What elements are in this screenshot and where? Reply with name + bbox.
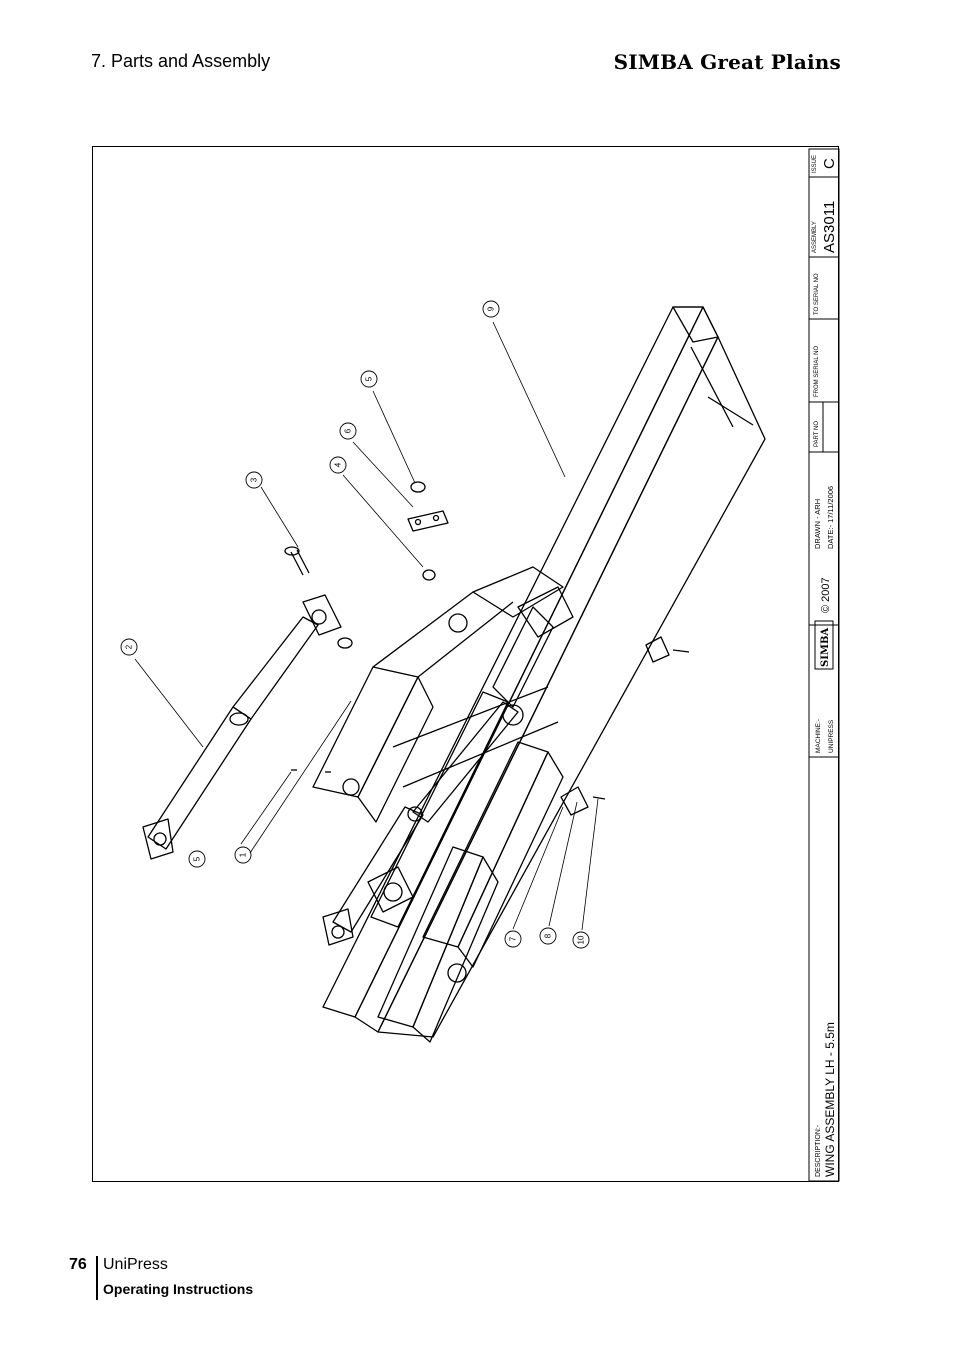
- technical-drawing: 1 2 3 4 5 6 9 5 7 8 10 DESCRIPTION:- WIN…: [92, 146, 840, 1182]
- section-title: 7. Parts and Assembly: [91, 51, 271, 71]
- callout-circles: [120, 300, 590, 949]
- to-serial-label: TO SERIAL NO: [814, 273, 820, 315]
- callout-3: 3: [250, 477, 259, 482]
- drawing-date: DATE:- 17/11/2006: [826, 486, 835, 549]
- footer-subtitle: Operating Instructions: [103, 1281, 254, 1297]
- callout-7: 7: [509, 936, 518, 941]
- footer-product: UniPress: [103, 1256, 168, 1273]
- brackets: [560, 636, 690, 816]
- callout-8: 8: [544, 933, 553, 938]
- description-label: DESCRIPTION:-: [815, 1124, 822, 1177]
- simba-logo: SIMBA: [820, 628, 831, 667]
- copyright: © 2007: [820, 577, 832, 613]
- issue-label: ISSUE: [812, 155, 818, 173]
- title-block: [808, 148, 840, 1182]
- issue-value: C: [821, 158, 838, 169]
- assembly-label: ASSEMBLY: [812, 221, 818, 253]
- hydraulic-cylinder: [142, 594, 342, 860]
- frame-ram: [332, 701, 524, 933]
- main-frame-rail: [322, 306, 766, 1038]
- exploded-view-drawing: 1 2 3 4 5 6 9 5 7 8 10 DESCRIPTION:- WIN…: [120, 148, 840, 1182]
- small-fittings: [291, 481, 449, 773]
- leader-lines: [134, 321, 599, 931]
- part-no-label: PART NO: [814, 421, 820, 447]
- footer-divider: [96, 1256, 98, 1300]
- wing-frame: [312, 566, 574, 1043]
- callout-1: 1: [239, 852, 248, 857]
- callout-2: 2: [125, 644, 134, 649]
- callout-6: 6: [344, 428, 353, 433]
- callout-9: 9: [487, 306, 496, 311]
- callout-10: 10: [577, 935, 586, 944]
- from-serial-label: FROM SERIAL NO: [814, 346, 820, 397]
- brand-logo: SIMBA Great Plains: [613, 50, 841, 74]
- pivot-pin: [284, 546, 310, 576]
- description-value: WING ASSEMBLY LH - 5.5m: [823, 1022, 837, 1177]
- callout-5b: 5: [193, 856, 202, 861]
- machine-label: MACHINE:-: [815, 719, 822, 753]
- assembly-number: AS3011: [821, 201, 838, 253]
- callout-4: 4: [334, 462, 343, 467]
- drawn-by: DRAWN - ARH: [813, 499, 822, 549]
- page-number: 76: [69, 1256, 87, 1273]
- machine-value: UNIPRESS: [828, 719, 835, 753]
- callout-5: 5: [365, 376, 374, 381]
